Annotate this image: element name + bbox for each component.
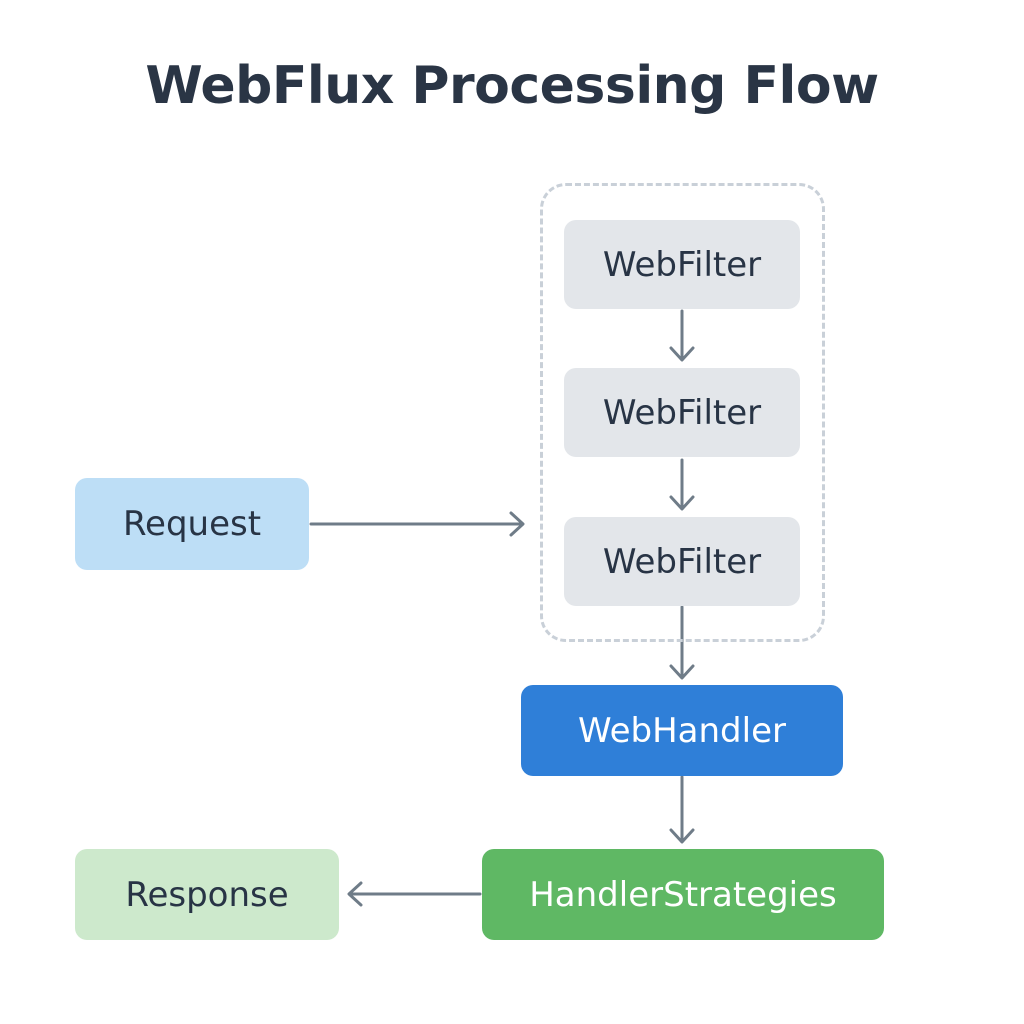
webfilter-node-1: WebFilter: [564, 220, 800, 309]
webfilter-node-2: WebFilter: [564, 368, 800, 457]
request-node: Request: [75, 478, 309, 570]
diagram-title: WebFlux Processing Flow: [145, 56, 879, 116]
webhandler-node: WebHandler: [521, 685, 843, 776]
arrow-filter2-to-filter3: [669, 458, 695, 511]
arrow-webhandler-to-strategies: [669, 775, 695, 844]
arrow-strategies-to-response: [347, 881, 482, 907]
arrow-filter3-to-webhandler: [669, 605, 695, 680]
arrow-filter1-to-filter2: [669, 309, 695, 362]
webfilter-chain-group: [540, 183, 825, 642]
response-node: Response: [75, 849, 339, 940]
handler-strategies-node: HandlerStrategies: [482, 849, 884, 940]
arrow-request-to-filters: [309, 511, 525, 537]
webfilter-node-3: WebFilter: [564, 517, 800, 606]
